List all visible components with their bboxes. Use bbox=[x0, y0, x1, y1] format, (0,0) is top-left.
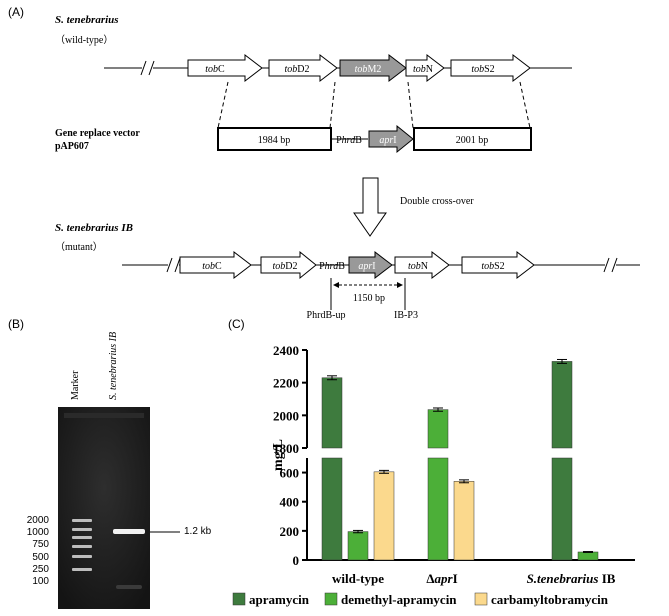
y-tick-label: 2400 bbox=[273, 343, 299, 358]
x-tick-label: S.tenebrarius IB bbox=[527, 571, 616, 586]
lane-sample-label: S. tenebrarius IB bbox=[108, 331, 119, 400]
mutant-gene-tobS2-arrow: tobS2 bbox=[461, 250, 535, 280]
mutant-strain: （mutant） bbox=[55, 242, 103, 253]
mutant-aprI-arrow: aprI bbox=[348, 250, 393, 280]
svg-text:tobS2: tobS2 bbox=[481, 261, 504, 272]
vector-label-line1: Gene replace vector bbox=[55, 128, 140, 139]
homology-lines bbox=[217, 81, 531, 129]
y-tick-label: 2000 bbox=[273, 408, 299, 423]
bar-apramycin bbox=[551, 457, 573, 561]
legend-swatch-demethyl-apramycin bbox=[324, 592, 338, 606]
ladder-bands bbox=[72, 519, 92, 571]
gene-tobD2-arrow: tobD2 bbox=[268, 53, 338, 83]
right-arm-label: 2001 bp bbox=[456, 135, 489, 146]
bar-demethyl-apramycin bbox=[347, 531, 369, 561]
y-tick-label: 600 bbox=[280, 466, 300, 481]
panel-c-label: (C) bbox=[228, 317, 245, 331]
primer-left-label: PhrdB-up bbox=[307, 310, 346, 320]
gene-tobD2-label: tobD2 bbox=[284, 64, 309, 75]
right-arm-box bbox=[413, 127, 532, 151]
band-size-label: 1.2 kb bbox=[184, 526, 212, 537]
left-arm-label: 1984 bp bbox=[258, 135, 291, 146]
mutant-gene-tobD2-arrow: tobD2 bbox=[260, 250, 317, 280]
ladder-label-1000: 1000 bbox=[26, 527, 49, 539]
pcr-fragment-span: 1150 bp bbox=[330, 278, 406, 310]
bar-demethyl-apramycin bbox=[427, 409, 449, 449]
bar-demethyl-apramycin bbox=[577, 551, 599, 561]
bar-apramycin bbox=[551, 361, 573, 449]
svg-text:tobN: tobN bbox=[408, 261, 428, 272]
crossover-arrow-icon bbox=[353, 177, 387, 237]
gene-map-diagram: tobC tobD2 tobM2 tobN tobS2 1984 bp Phrd… bbox=[104, 53, 640, 320]
promoter-label: PhrdB bbox=[336, 135, 362, 146]
y-tick-label: 400 bbox=[280, 495, 300, 510]
wildtype-species: S. tenebrarius bbox=[55, 14, 119, 26]
gene-tobS2-arrow: tobS2 bbox=[450, 53, 531, 83]
x-tick-label: ΔaprI bbox=[426, 571, 457, 586]
legend-swatch-carbamyltobramycin bbox=[474, 592, 488, 606]
gene-tobC-label: tobC bbox=[205, 64, 225, 75]
ladder-label-500: 500 bbox=[32, 551, 49, 563]
ladder-label-2000: 2000 bbox=[26, 515, 49, 526]
bar-demethyl-apramycin bbox=[427, 457, 449, 561]
lane-marker-label: Marker bbox=[70, 370, 81, 400]
gene-tobC-arrow: tobC bbox=[187, 53, 263, 83]
aprI-label: aprI bbox=[379, 135, 396, 146]
bar-apramycin bbox=[321, 377, 343, 449]
wildtype-strain: （wild-type） bbox=[55, 35, 114, 46]
legend-label-carbamyltobramycin: carbamyltobramycin bbox=[491, 592, 609, 607]
mutant-gene-tobC-arrow: tobC bbox=[179, 250, 252, 280]
fragment-size-label: 1150 bp bbox=[353, 293, 385, 304]
gene-tobM2-arrow: tobM2 bbox=[339, 53, 407, 83]
mutant-gene-tobN-arrow: tobN bbox=[394, 250, 450, 280]
panel-b-label: (B) bbox=[8, 317, 24, 331]
svg-text:tobC: tobC bbox=[202, 261, 222, 272]
sample-band bbox=[113, 529, 145, 534]
legend-label-apramycin: apramycin bbox=[249, 592, 310, 607]
svg-text:tobD2: tobD2 bbox=[272, 261, 297, 272]
panel-a-label: (A) bbox=[8, 5, 24, 19]
agarose-gel-image bbox=[58, 407, 150, 609]
gene-tobN-label: tobN bbox=[413, 64, 433, 75]
x-tick-label: wild-type bbox=[332, 571, 384, 586]
bar-carbamyltobramycin bbox=[373, 471, 395, 561]
svg-text:aprI: aprI bbox=[358, 261, 375, 272]
vector-label-line2: pAP607 bbox=[55, 141, 89, 152]
y-tick-label: 200 bbox=[280, 524, 300, 539]
bar-carbamyltobramycin bbox=[453, 481, 475, 561]
mutant-species: S. tenebrarius IB bbox=[55, 222, 133, 234]
ladder-label-750: 750 bbox=[32, 539, 49, 551]
crossover-label: Double cross-over bbox=[400, 196, 474, 207]
legend-label-demethyl-apramycin: demethyl-apramycin bbox=[341, 592, 457, 607]
ladder-label-250: 250 bbox=[32, 563, 49, 575]
gene-tobM2-label: tobM2 bbox=[355, 64, 382, 75]
y-tick-label: 2200 bbox=[273, 376, 299, 391]
vector-construct: 1984 bp PhrdB aprI 2001 bp bbox=[217, 124, 532, 154]
y-tick-label: 1800 bbox=[273, 441, 299, 456]
ladder-labels: 2000 1000 750 500 250 100 bbox=[25, 515, 49, 588]
ladder-label-100: 100 bbox=[32, 576, 49, 588]
legend-swatch-apramycin bbox=[232, 592, 246, 606]
band-pointer-line bbox=[150, 531, 180, 533]
gel-bands bbox=[58, 407, 150, 609]
bar-apramycin bbox=[321, 457, 343, 561]
gene-tobS2-label: tobS2 bbox=[471, 64, 494, 75]
aprI-arrow bbox=[368, 124, 414, 154]
gene-tobN-arrow: tobN bbox=[405, 53, 445, 83]
primer-right-label: IB-P3 bbox=[394, 310, 418, 320]
y-tick-label: 0 bbox=[293, 553, 300, 568]
mutant-promoter-label: PhrdB bbox=[319, 261, 345, 272]
y-axis-label: mg/L bbox=[271, 439, 286, 471]
